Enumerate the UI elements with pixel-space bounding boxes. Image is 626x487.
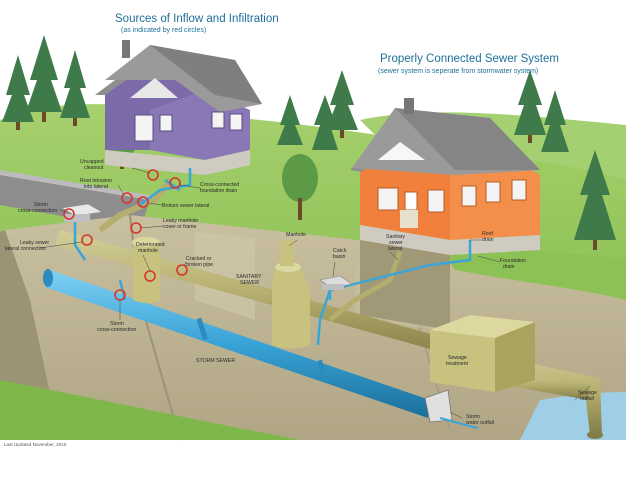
label-deteriorated-2: manhole <box>138 248 158 254</box>
label-storm-sewer: STORM SEWER <box>196 358 235 364</box>
problem-circle-uncapped-cleanout <box>147 169 159 181</box>
right-subtitle: (sewer system is seperate from stormwate… <box>378 68 538 75</box>
label-leaky-manhole: Leaky manhole <box>163 218 198 224</box>
house-left <box>95 40 262 175</box>
label-manhole: Manhole <box>286 232 306 238</box>
label-foundation-drain: Foundation <box>500 258 526 264</box>
label-storm-cross-2: cross-connection <box>18 208 57 214</box>
label-uncapped-cleanout-2: cleanout <box>84 165 104 171</box>
label-storm-outfall: Storm <box>466 414 480 420</box>
problem-circle-broken-lateral <box>137 196 149 208</box>
label-storm-cross: Storm <box>34 202 48 208</box>
label-sanitary-sewer: SANITARY <box>236 274 262 280</box>
label-cross-connected-2: foundation drain <box>200 188 237 194</box>
label-leaky-manhole-2: cover or frame <box>163 224 197 230</box>
label-roof-drain: Roof <box>482 231 494 237</box>
label-catch-basin: Catch <box>333 248 347 254</box>
label-sanitary-lateral: Sanitary <box>386 234 405 240</box>
problem-circle-root-intrusion <box>121 192 133 204</box>
problem-circle-storm-cross <box>63 208 75 220</box>
label-leaky-lateral: Leaky sewer <box>20 240 49 246</box>
label-cracked-2: broken pipe <box>186 262 213 268</box>
label-storm-cross-lower: Storm <box>110 321 124 327</box>
label-storm-cross-lower-2: cross-connection <box>97 327 136 333</box>
storm-sewer-pipe <box>43 269 479 429</box>
catch-basin <box>319 275 353 290</box>
label-sewage-outfall-2: outfall <box>580 396 594 402</box>
last-updated-note: Last Updated November, 2010 <box>4 442 67 447</box>
label-root-intrusion: Root intrusion <box>80 178 112 184</box>
tree-icon <box>2 35 616 240</box>
label-sewage-treatment: Sewage <box>448 355 467 361</box>
problem-circle-cracked-pipe <box>176 264 188 276</box>
label-sanitary-lateral-3: lateral <box>388 246 402 252</box>
label-storm-outfall-2: water outfall <box>466 420 494 426</box>
label-deteriorated: Deteriorated <box>136 242 165 248</box>
manhole-center <box>272 240 310 349</box>
problem-circle-cross-connected-drain <box>169 177 181 189</box>
label-sanitary-lateral-2: sewer <box>389 240 403 246</box>
label-uncapped-cleanout: Uncapped <box>80 159 104 165</box>
label-foundation-drain-2: drain <box>503 264 515 270</box>
label-root-intrusion-2: into lateral <box>84 184 108 190</box>
left-title: Sources of Inflow and Infiltration <box>115 13 279 25</box>
label-leaky-lateral-2: lateral connection <box>5 246 46 252</box>
problem-circle-leaky-lateral <box>81 234 93 246</box>
label-sewage-outfall: Sewage <box>578 390 597 396</box>
label-cracked: Cracked or <box>186 256 212 262</box>
left-subtitle: (as indicated by red circles) <box>121 27 206 34</box>
problem-markers <box>63 169 188 301</box>
label-sanitary-sewer-2: SEWER <box>240 280 259 286</box>
street <box>0 175 150 230</box>
label-broken-lateral: Broken sewer lateral <box>162 203 209 209</box>
right-title: Properly Connected Sewer System <box>380 53 559 65</box>
storm-grate <box>61 203 103 222</box>
label-roof-drain-2: drain <box>482 237 494 243</box>
label-sewage-treatment-2: treatment <box>446 361 468 367</box>
label-catch-basin-2: basin <box>333 254 346 260</box>
label-cross-connected: Cross-connected <box>200 182 239 188</box>
sewage-treatment-plant <box>430 315 535 392</box>
